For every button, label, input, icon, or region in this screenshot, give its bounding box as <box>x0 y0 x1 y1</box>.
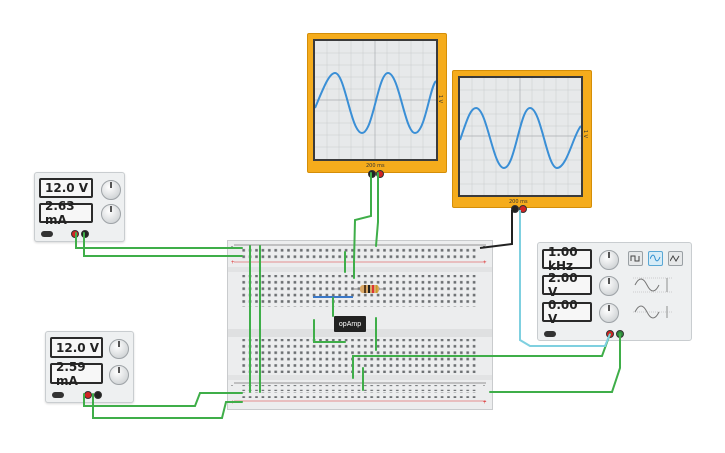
psu-bottom-current-display: 2.59 mA <box>50 360 103 388</box>
opamp-chip[interactable]: opAmp <box>334 316 366 332</box>
wire-fgen-gnd[interactable] <box>489 333 621 393</box>
oscilloscope-2-screen <box>458 76 583 197</box>
square-wave-button[interactable] <box>628 251 643 266</box>
triangle-wave-icon <box>670 255 680 262</box>
psu-top-negative-terminal[interactable] <box>81 230 89 238</box>
power-supply-top[interactable]: 12.0 V 2.63 mA <box>34 172 125 242</box>
power-supply-bottom[interactable]: 12.0 V 2.59 mA <box>45 331 134 403</box>
oscilloscope-2-time-div: 200 ms <box>509 199 528 205</box>
svg-text:-: - <box>231 383 233 389</box>
sine-wave-icon <box>650 254 661 262</box>
psu-top-current-display: 2.63 mA <box>39 199 93 227</box>
svg-text:-: - <box>483 244 485 250</box>
fgen-amplitude-display: 2.00 V <box>542 271 592 299</box>
oscilloscope-2-volt-div: 1 V <box>582 129 589 139</box>
oscilloscope-2-positive-terminal[interactable] <box>519 205 527 213</box>
oscilloscope-1-trace <box>314 41 437 159</box>
oscilloscope-2-trace <box>459 78 582 195</box>
fgen-positive-terminal[interactable] <box>606 330 614 338</box>
fgen-power-switch[interactable] <box>544 331 556 337</box>
opamp-label: opAmp <box>338 320 362 328</box>
svg-text:-: - <box>231 244 233 250</box>
fgen-amplitude-knob[interactable] <box>599 276 619 296</box>
square-wave-icon <box>630 255 640 262</box>
oscilloscope-1-volt-div: 1 V <box>437 94 444 104</box>
psu-top-current-knob[interactable] <box>101 204 121 224</box>
psu-bottom-voltage-knob[interactable] <box>109 339 129 359</box>
oscilloscope-1-time-div: 200 ms <box>366 163 385 169</box>
oscilloscope-1-positive-terminal[interactable] <box>376 170 384 178</box>
fgen-frequency-display: 1.00 kHz <box>542 245 592 273</box>
svg-text:-: - <box>483 383 485 389</box>
psu-bottom-power-switch[interactable] <box>52 392 64 398</box>
svg-text:+: + <box>483 400 487 406</box>
amplitude-icon <box>633 277 673 293</box>
psu-bottom-positive-terminal[interactable] <box>84 391 92 399</box>
svg-text:+: + <box>231 400 235 406</box>
psu-bottom-voltage-display: 12.0 V <box>50 337 103 358</box>
psu-top-power-switch[interactable] <box>41 231 53 237</box>
psu-top-voltage-display: 12.0 V <box>39 178 93 198</box>
psu-top-voltage-knob[interactable] <box>101 180 121 200</box>
wire-scope1-ground[interactable] <box>375 172 379 247</box>
oscilloscope-2-negative-terminal[interactable] <box>511 205 519 213</box>
fgen-offset-knob[interactable] <box>599 303 619 323</box>
oscilloscope-1[interactable]: 200 ms 1 V <box>307 33 447 178</box>
fgen-offset-display: 0.00 V <box>542 298 592 326</box>
oscilloscope-1-screen <box>313 39 438 161</box>
psu-bottom-current-knob[interactable] <box>109 365 129 385</box>
fgen-frequency-knob[interactable] <box>599 250 619 270</box>
psu-top-positive-terminal[interactable] <box>71 230 79 238</box>
oscilloscope-1-negative-terminal[interactable] <box>368 170 376 178</box>
fgen-ground-terminal[interactable] <box>616 330 624 338</box>
svg-text:+: + <box>231 260 235 266</box>
sine-wave-button[interactable] <box>648 251 663 266</box>
offset-icon <box>633 305 673 319</box>
svg-text:+: + <box>483 260 487 266</box>
oscilloscope-2[interactable]: 200 ms 1 V <box>452 70 592 213</box>
psu-bottom-negative-terminal[interactable] <box>94 391 102 399</box>
triangle-wave-button[interactable] <box>668 251 683 266</box>
function-generator[interactable]: 1.00 kHz 2.00 V 0.00 V <box>537 242 692 341</box>
